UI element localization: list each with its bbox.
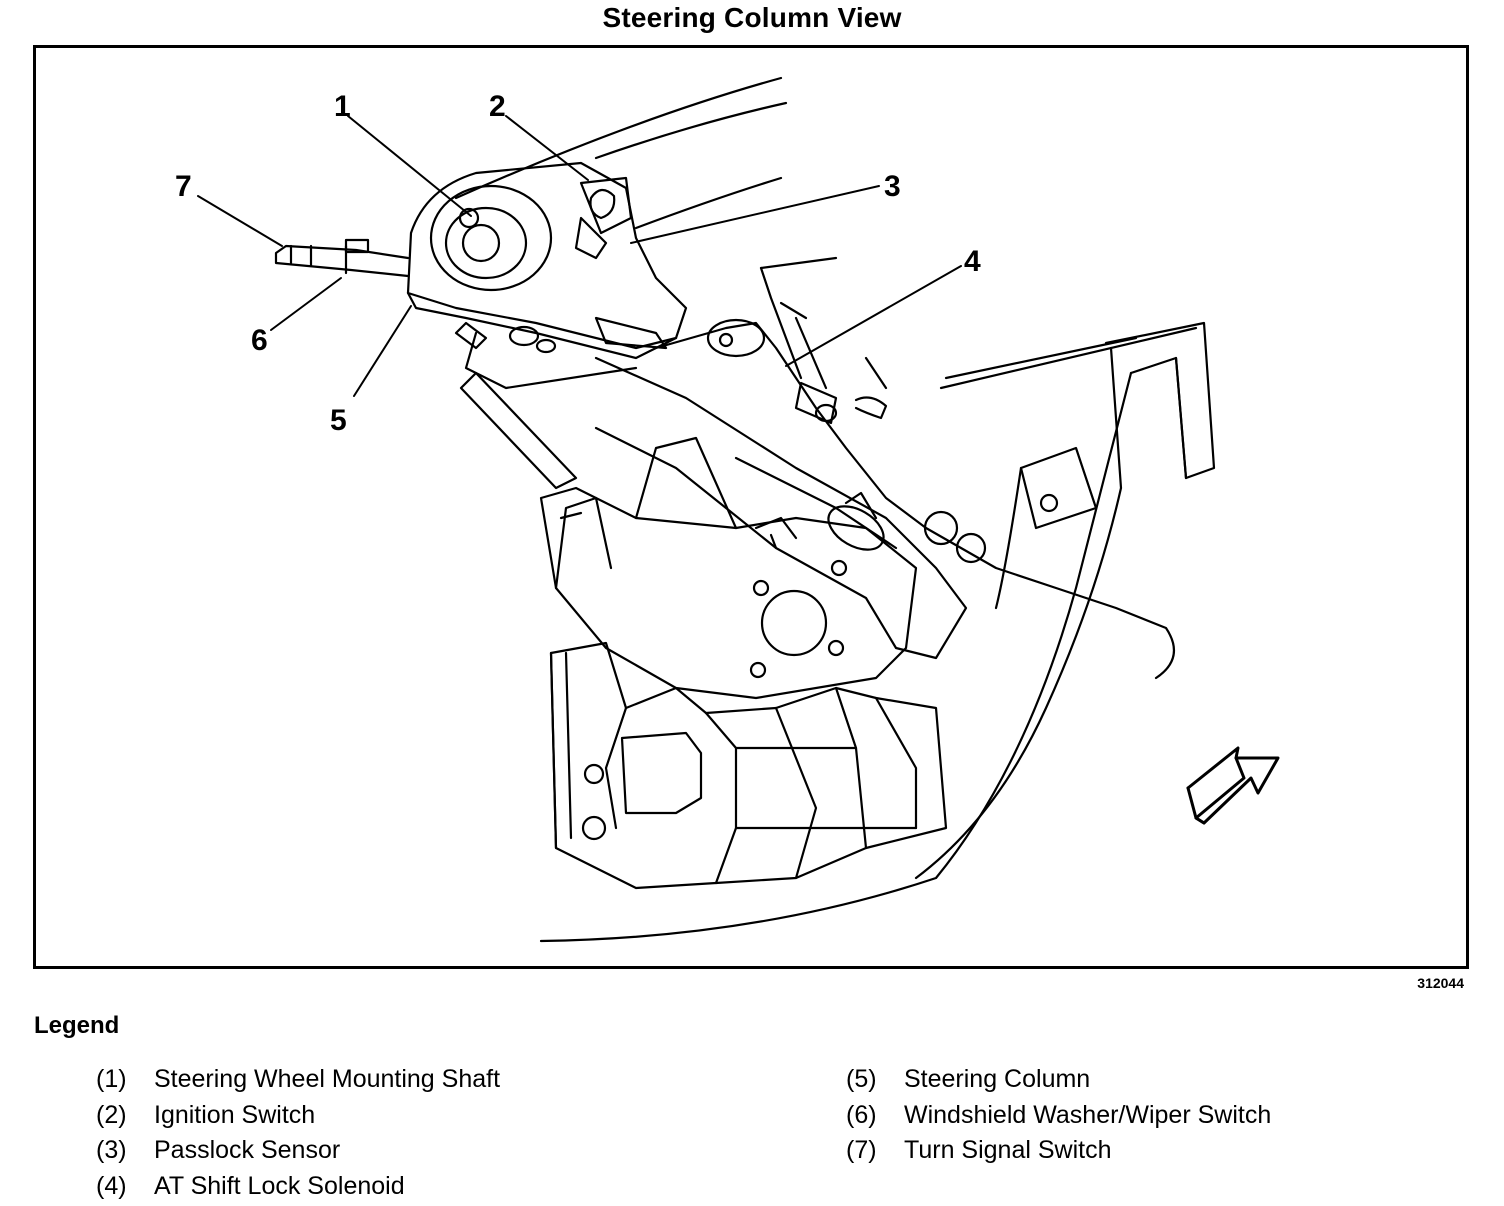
legend-number: (3) (96, 1136, 127, 1164)
callout-6: 6 (251, 324, 268, 357)
diagram-frame: 1 2 3 4 5 6 7 (33, 45, 1469, 969)
legend-heading: Legend (34, 1012, 120, 1039)
legend-item: (1) Steering Wheel Mounting Shaft (96, 1062, 500, 1098)
direction-arrow (1186, 746, 1280, 825)
callout-5: 5 (330, 404, 347, 437)
legend-number: (7) (846, 1136, 877, 1164)
leader-4 (785, 265, 962, 367)
legend-item: (5) Steering Column (846, 1062, 1271, 1098)
legend-text: Windshield Washer/Wiper Switch (904, 1100, 1272, 1129)
diagram-title: Steering Column View (602, 2, 902, 33)
column-tube (459, 356, 968, 660)
legend-number: (5) (846, 1065, 877, 1093)
legend-column-left: (1) Steering Wheel Mounting Shaft (2) Ig… (96, 1062, 500, 1204)
leader-7 (197, 195, 283, 247)
legend-item: (3) Passlock Sensor (96, 1133, 500, 1169)
callout-leaders (197, 115, 962, 397)
legend-number: (6) (846, 1100, 877, 1129)
callout-2: 2 (489, 90, 506, 123)
leader-5 (353, 305, 412, 397)
legend-item: (4) AT Shift Lock Solenoid (96, 1169, 500, 1205)
callout-numbers: 1 2 3 4 5 6 7 (175, 90, 981, 437)
leader-3 (630, 185, 880, 244)
callout-4: 4 (964, 245, 981, 278)
legend-text: Steering Column (904, 1065, 1091, 1093)
legend-number: (2) (96, 1100, 127, 1129)
steering-column-drawing: 1 2 3 4 5 6 7 (175, 76, 1280, 943)
legend-text: Ignition Switch (154, 1100, 316, 1129)
figure-id: 312044 (1417, 975, 1464, 991)
leader-1 (347, 115, 472, 217)
legend-item: (2) Ignition Switch (96, 1098, 500, 1134)
turn-signal-stalk (274, 238, 410, 278)
legend-item: (6) Windshield Washer/Wiper Switch (846, 1098, 1271, 1134)
leader-6 (270, 277, 342, 331)
legend-column-right: (5) Steering Column (6) Windshield Washe… (846, 1062, 1271, 1169)
leader-2 (505, 115, 589, 181)
support-bracket (549, 641, 948, 890)
dashboard-outline (454, 76, 1198, 390)
body-panel (539, 321, 1216, 943)
shift-lock-cable (654, 301, 1176, 680)
legend-text: Passlock Sensor (154, 1136, 341, 1164)
legend-text: AT Shift Lock Solenoid (154, 1171, 405, 1200)
mounting-plate (539, 436, 918, 700)
legend-text: Steering Wheel Mounting Shaft (154, 1065, 501, 1093)
switch-housing (406, 161, 688, 390)
legend-text: Turn Signal Switch (904, 1136, 1112, 1164)
legend-item: (7) Turn Signal Switch (846, 1133, 1271, 1169)
legend-number: (4) (96, 1171, 127, 1200)
legend-number: (1) (96, 1065, 127, 1093)
callout-7: 7 (175, 170, 192, 203)
callout-3: 3 (884, 170, 901, 203)
callout-1: 1 (334, 90, 351, 123)
